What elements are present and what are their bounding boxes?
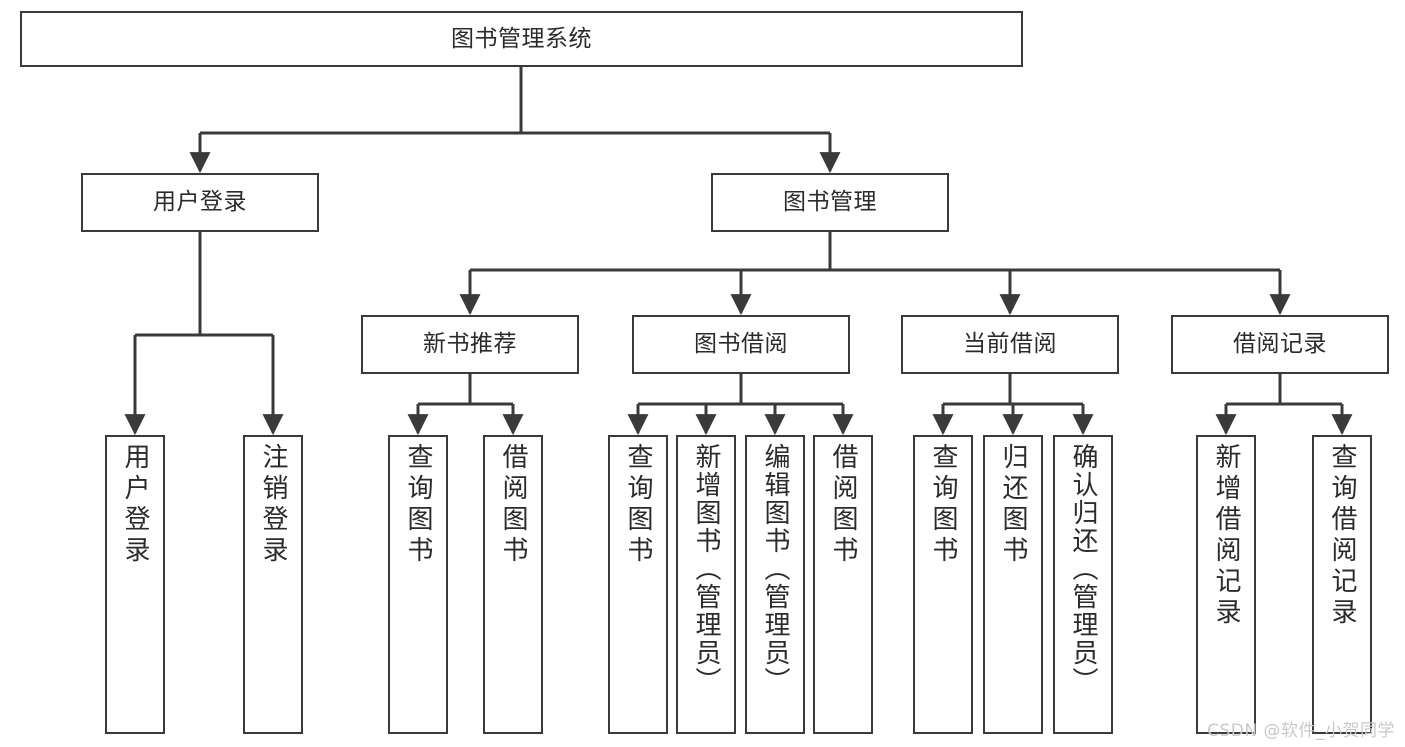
- node-leaf-user-login[interactable]: 用户登录: [105, 435, 165, 734]
- node-leaf-borrow-book-1[interactable]: 借阅图书: [483, 435, 543, 734]
- node-book-manage[interactable]: 图书管理: [711, 173, 949, 232]
- node-book-borrow[interactable]: 图书借阅: [632, 315, 850, 374]
- node-label: 查询图书: [623, 443, 653, 567]
- node-label: 用户登录: [120, 443, 150, 567]
- watermark: CSDN @软件_小贺同学: [1207, 721, 1395, 741]
- node-label: 图书管理系统: [451, 25, 592, 52]
- node-leaf-query-book-2[interactable]: 查询图书: [608, 435, 668, 734]
- node-leaf-edit-book[interactable]: 编辑图书（管理员）: [745, 435, 805, 734]
- node-label: 归还图书: [998, 443, 1028, 567]
- node-label: 编辑图书（管理员）: [760, 443, 790, 695]
- node-leaf-return-book[interactable]: 归还图书: [983, 435, 1043, 734]
- node-leaf-query-book-3[interactable]: 查询图书: [913, 435, 973, 734]
- node-leaf-confirm-return[interactable]: 确认归还（管理员）: [1053, 435, 1113, 734]
- node-label: 借阅图书: [828, 443, 858, 567]
- node-leaf-add-book[interactable]: 新增图书（管理员）: [676, 435, 736, 734]
- node-label: 查询图书: [403, 443, 433, 567]
- node-label: 查询图书: [928, 443, 958, 567]
- node-label: 借阅记录: [1233, 331, 1327, 358]
- node-label: 借阅图书: [498, 443, 528, 567]
- node-new-book-recommend[interactable]: 新书推荐: [361, 315, 579, 374]
- node-label: 确认归还（管理员）: [1068, 443, 1098, 695]
- node-user-login[interactable]: 用户登录: [81, 173, 319, 232]
- node-label: 注销登录: [258, 443, 288, 567]
- node-label: 新书推荐: [423, 331, 517, 358]
- node-label: 图书管理: [783, 189, 877, 216]
- node-leaf-query-book-1[interactable]: 查询图书: [388, 435, 448, 734]
- node-label: 用户登录: [153, 189, 247, 216]
- node-leaf-borrow-book-2[interactable]: 借阅图书: [813, 435, 873, 734]
- node-label: 新增借阅记录: [1211, 443, 1241, 629]
- node-root-root[interactable]: 图书管理系统: [20, 11, 1023, 67]
- node-current-borrow[interactable]: 当前借阅: [901, 315, 1119, 374]
- node-label: 图书借阅: [694, 331, 788, 358]
- node-borrow-record[interactable]: 借阅记录: [1171, 315, 1389, 374]
- node-label: 当前借阅: [963, 331, 1057, 358]
- node-leaf-logout[interactable]: 注销登录: [243, 435, 303, 734]
- node-label: 查询借阅记录: [1327, 443, 1357, 629]
- node-leaf-query-record[interactable]: 查询借阅记录: [1312, 435, 1372, 734]
- node-leaf-add-record[interactable]: 新增借阅记录: [1196, 435, 1256, 734]
- node-label: 新增图书（管理员）: [691, 443, 721, 695]
